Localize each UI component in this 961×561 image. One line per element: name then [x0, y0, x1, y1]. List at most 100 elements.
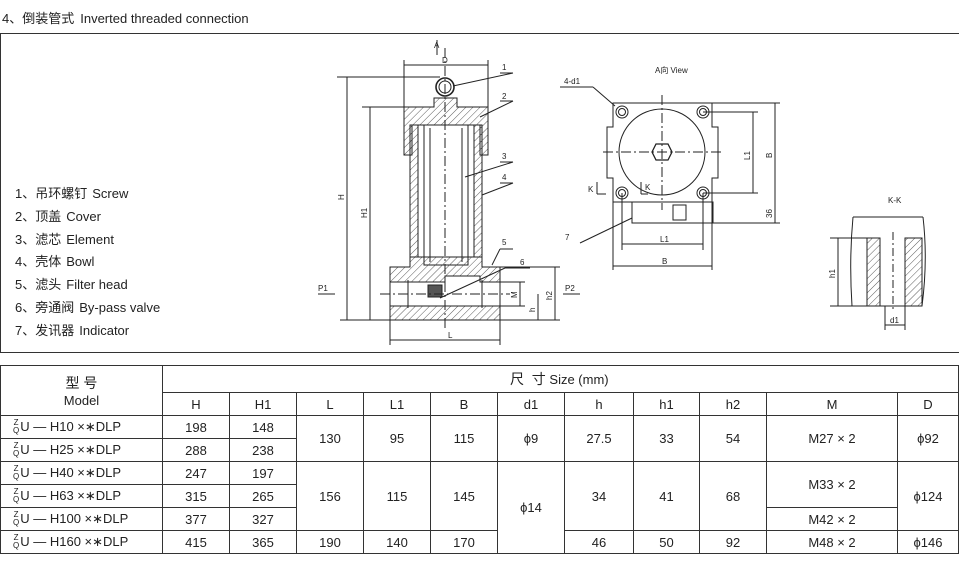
column-header: D	[897, 392, 959, 416]
legend-cn: 顶盖	[35, 208, 62, 224]
element	[423, 124, 469, 266]
cell-h: 377	[162, 507, 230, 531]
cell-h2: 92	[699, 530, 767, 554]
callout-2: 2	[502, 92, 507, 101]
column-header: h	[564, 392, 634, 416]
legend-en: By-pass valve	[79, 299, 161, 315]
cell-h2: 68	[699, 461, 767, 531]
view-title: A向 View	[655, 65, 688, 75]
cell-l1: 115	[363, 461, 431, 531]
cell-h: 27.5	[564, 415, 634, 462]
label-L1-horizontal: L1	[660, 235, 669, 244]
cell-h: 34	[564, 461, 634, 531]
cell-d1: ϕ9	[497, 415, 565, 462]
callout-1: 1	[502, 63, 507, 72]
legend-cn: 壳体	[35, 254, 62, 270]
cell-h1: 41	[633, 461, 700, 531]
column-header: h1	[633, 392, 700, 416]
callout-5: 5	[502, 238, 507, 247]
legend-num: 1、	[15, 186, 36, 201]
cell-m: M27 × 2	[766, 415, 898, 462]
legend-num: 4、	[15, 254, 36, 270]
section-view	[830, 216, 926, 330]
bowl-left	[409, 124, 419, 258]
cell-l: 156	[296, 461, 364, 531]
legend-cn: 滤头	[35, 277, 62, 293]
bypass-valve	[427, 284, 443, 298]
cell-d1: ϕ14	[497, 461, 565, 554]
section-labels: K-K h1 d1	[828, 196, 902, 325]
legend-cn: 发讯器	[35, 322, 75, 338]
filter-elevation	[318, 40, 580, 345]
column-header: h2	[699, 392, 767, 416]
label-36: 36	[765, 209, 774, 218]
label-d1: d1	[890, 316, 899, 325]
label-L1-vertical: L1	[743, 151, 752, 160]
column-header: H1	[229, 392, 297, 416]
label-h: h	[528, 308, 537, 312]
legend-item: 1、吊环螺钉 Screw	[15, 183, 160, 206]
label-B-horizontal: B	[662, 257, 667, 266]
top-view	[560, 86, 780, 270]
cell-l: 130	[296, 415, 364, 462]
label-P1: P1	[318, 284, 328, 293]
legend-cn: 吊环螺钉	[35, 186, 88, 201]
cell-h: 198	[162, 415, 230, 439]
legend-en: Cover	[66, 208, 101, 224]
section-title-kk: K-K	[888, 196, 902, 205]
callout-7: 7	[565, 233, 570, 242]
lifting-ring	[435, 77, 455, 97]
cell-h1: 197	[229, 461, 297, 485]
cell-h1: 148	[229, 415, 297, 439]
indicator	[631, 201, 714, 224]
label-K-right: K	[645, 183, 651, 192]
callout-4: 4	[502, 173, 507, 182]
cell-m: M33 × 2	[766, 461, 898, 508]
legend-cn: 滤芯	[35, 231, 62, 247]
cell-h: 247	[162, 461, 230, 485]
cell-l1: 140	[363, 530, 431, 554]
cell-h: 46	[564, 530, 634, 554]
cell-h1: 327	[229, 507, 297, 531]
cell-h: 315	[162, 484, 230, 508]
column-header: H	[162, 392, 230, 416]
cell-h1: 365	[229, 530, 297, 554]
cell-m: M42 × 2	[766, 507, 898, 531]
technical-drawing: A D H H1 L M h h2 P1 P2 1 2 3 4 5 6 7	[318, 40, 926, 345]
column-header: M	[766, 392, 898, 416]
label-h2: h2	[545, 291, 554, 300]
column-header: L1	[363, 392, 431, 416]
label-H: H	[337, 194, 346, 200]
elevation-labels: A D H H1 L M h h2 P1 P2 1 2 3 4 5 6 7	[318, 41, 575, 340]
label-L: L	[448, 331, 453, 340]
legend-num: 3、	[15, 231, 36, 247]
legend-num: 5、	[15, 277, 36, 293]
legend-num: 6、	[15, 299, 36, 315]
cell-h1: 265	[229, 484, 297, 508]
cell-l1: 95	[363, 415, 431, 462]
cell-l: 190	[296, 530, 364, 554]
label-h1: h1	[828, 269, 837, 278]
cell-d: ϕ146	[897, 530, 959, 554]
cell-h2: 54	[699, 415, 767, 462]
legend-en: Filter head	[66, 277, 128, 293]
legend-en: Screw	[92, 186, 129, 201]
column-header: B	[430, 392, 498, 416]
cell-h: 288	[162, 438, 230, 462]
bowl-right	[473, 124, 483, 258]
callout-6: 6	[520, 258, 525, 267]
